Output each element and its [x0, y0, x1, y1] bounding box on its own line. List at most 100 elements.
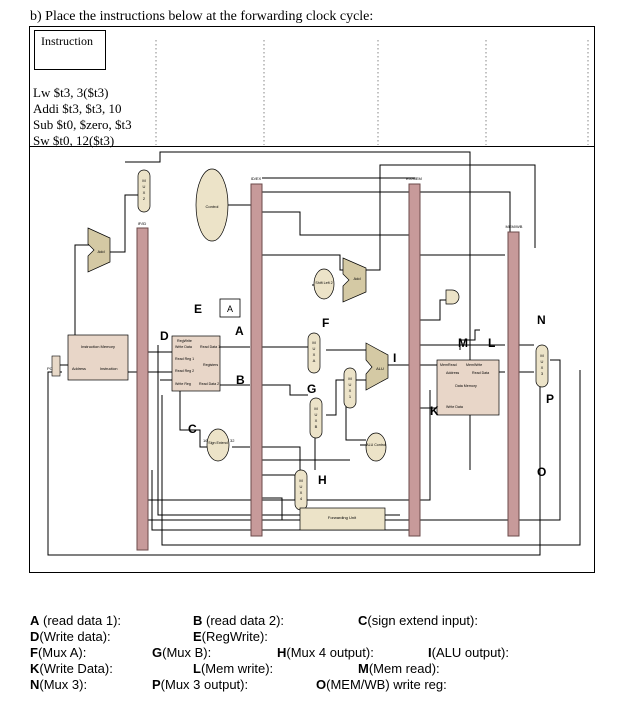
svg-text:M: M — [314, 406, 317, 411]
legend-d: D(Write data): — [30, 629, 111, 644]
alu-control-label: ALU Control — [366, 443, 386, 447]
legend-c: C(sign extend input): — [358, 613, 478, 628]
marker-a: A — [235, 324, 244, 338]
marker-c: C — [188, 422, 197, 436]
mux-b-text: M U X B — [314, 406, 317, 429]
marker-a-box — [219, 298, 241, 318]
branch-adder — [342, 257, 367, 303]
mux-1-text: M U X 1 — [348, 376, 352, 399]
instruction-memory-label: Instruction Memory — [81, 344, 115, 349]
legend-k: K(Write Data): — [30, 661, 113, 676]
im-address-label: Address — [72, 367, 86, 371]
svg-text:X: X — [315, 418, 318, 423]
instruction-header: Instruction — [41, 34, 93, 48]
data-memory-labels: MemRead MemWrite Address Read Data Data … — [440, 363, 489, 409]
branch-adder-label: Add — [353, 276, 360, 281]
svg-text:U: U — [143, 184, 146, 189]
legend-h: H(Mux 4 output): — [277, 645, 374, 660]
legend-m: M(Mem read): — [358, 661, 440, 676]
column-guides — [155, 40, 589, 145]
marker-l: L — [488, 336, 495, 350]
mux-2 — [137, 169, 151, 213]
svg-text:X: X — [541, 365, 544, 370]
legend-e: E(RegWrite): — [193, 629, 268, 644]
pipeline-registers — [136, 183, 520, 551]
pc-adder — [87, 227, 111, 273]
sign-extend-out-width: 32 — [230, 438, 235, 443]
alu-control — [365, 432, 387, 462]
svg-text:Read Data: Read Data — [472, 371, 489, 375]
shift-left-label: Shift Left 2 — [315, 281, 332, 285]
instruction-list: Lw $t3, 3($t3) Addi $t3, $t3, 10 Sub $t0… — [33, 85, 132, 149]
mux-3 — [535, 344, 549, 388]
legend-f: F(Mux A): — [30, 645, 87, 660]
stage-label-ifid: IF/ID — [138, 221, 147, 226]
forwarding-unit-label: Forwarding Unit — [328, 515, 357, 520]
svg-text:Read Reg 2: Read Reg 2 — [175, 369, 194, 373]
svg-text:U: U — [300, 484, 303, 489]
marker-i: I — [393, 351, 396, 365]
marker-m: M — [458, 336, 468, 350]
register-file-labels: RegWrite Write Data Read Data 1 Read Reg… — [175, 339, 220, 386]
diagram-frame — [29, 26, 595, 573]
instruction-item: Addi $t3, $t3, 10 — [33, 101, 122, 116]
marker-a-box-label: A — [227, 304, 233, 314]
legend-n: N(Mux 3): — [30, 677, 88, 692]
register-file — [171, 335, 221, 392]
marker-o: O — [537, 465, 546, 479]
svg-text:RegWrite: RegWrite — [177, 339, 192, 343]
marker-b: B — [236, 373, 245, 387]
instruction-header-box: Instruction — [34, 30, 106, 70]
table-separator — [29, 146, 595, 147]
svg-text:X: X — [300, 490, 303, 495]
mux-1 — [343, 367, 357, 409]
svg-text:Write Reg: Write Reg — [175, 382, 191, 386]
marker-e: E — [194, 302, 202, 316]
svg-text:Registers: Registers — [203, 363, 218, 367]
legend-o: O(MEM/WB) write reg: — [316, 677, 447, 692]
svg-text:MemWrite: MemWrite — [466, 363, 482, 367]
svg-text:M: M — [540, 353, 543, 358]
svg-text:M: M — [312, 340, 315, 345]
svg-text:X: X — [143, 190, 146, 195]
marker-n: N — [537, 313, 546, 327]
stage-labels: IF/ID ID/EX EX/MEM MEM/WB — [138, 176, 523, 229]
control-unit — [195, 168, 229, 242]
svg-text:Write Data: Write Data — [446, 405, 463, 409]
svg-text:Write Data: Write Data — [175, 345, 192, 349]
svg-text:M: M — [142, 178, 145, 183]
exmem-register — [408, 183, 421, 537]
stage-label-idex: ID/EX — [251, 176, 262, 181]
control-label: Control — [206, 204, 219, 209]
instruction-item: Sw $t0, 12($t3) — [33, 133, 115, 148]
branch-and-gate — [445, 289, 460, 305]
im-instruction-label: Instruction — [100, 367, 118, 371]
memwb-register — [507, 231, 520, 537]
svg-text:MemRead: MemRead — [440, 363, 457, 367]
question-heading: b) Place the instructions below at the f… — [30, 9, 374, 24]
mux-3-text: M U X 3 — [540, 353, 544, 376]
svg-text:X: X — [313, 352, 316, 357]
legend-a: A (read data 1): — [30, 613, 122, 628]
svg-text:Data Memory: Data Memory — [455, 384, 477, 388]
svg-text:M: M — [299, 478, 302, 483]
marker-k: K — [430, 404, 439, 418]
pc-register — [51, 355, 61, 377]
pc-adder-label: Add — [97, 249, 104, 254]
svg-text:3: 3 — [541, 371, 544, 376]
svg-text:Read Data 2: Read Data 2 — [199, 382, 219, 386]
svg-text:1: 1 — [349, 394, 352, 399]
sign-extend-label: Sign Extend — [208, 441, 227, 445]
ifid-register — [136, 227, 149, 551]
pc-label: PC — [47, 366, 53, 371]
legend-i: I(ALU output): — [428, 645, 509, 660]
mux-a — [307, 332, 321, 374]
legend-b: B (read data 2): — [193, 613, 285, 628]
answer-markers: E A D B C F G H I K L M N O P — [160, 302, 554, 487]
sign-extend-in-width: 16 — [203, 438, 208, 443]
svg-text:Address: Address — [446, 371, 459, 375]
svg-text:U: U — [541, 359, 544, 364]
instruction-item: Sub $t0, $zero, $t3 — [33, 117, 132, 132]
mux-b — [309, 397, 323, 439]
stage-label-exmem: EX/MEM — [406, 176, 422, 181]
